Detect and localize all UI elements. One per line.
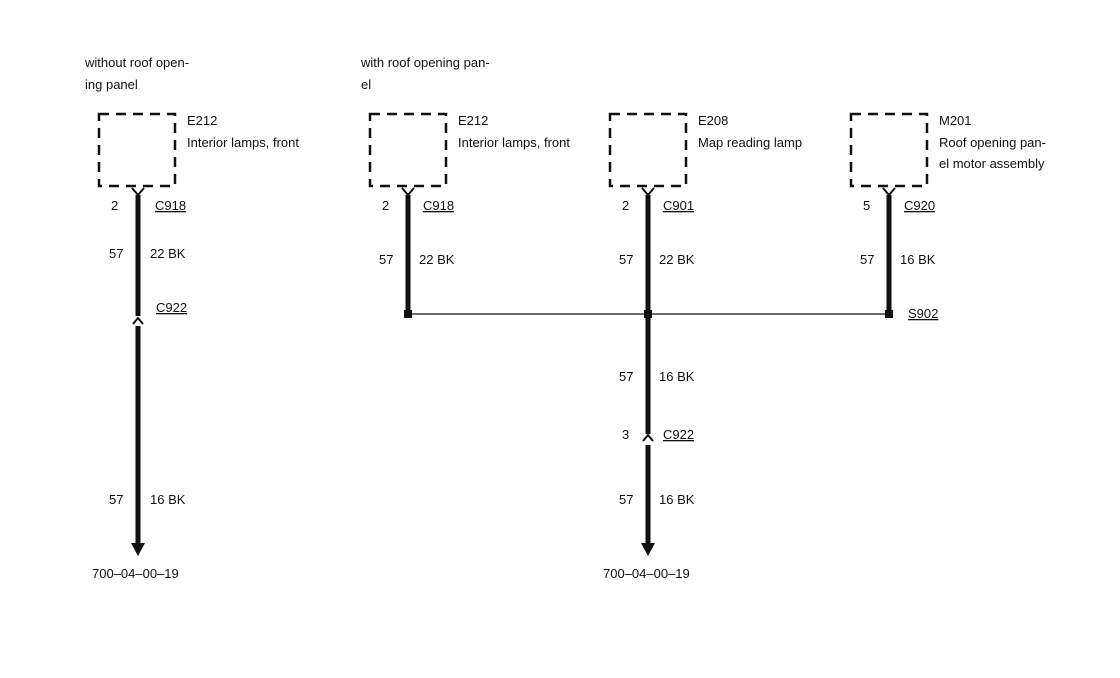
splice-node-right [885, 310, 893, 318]
left-e212-desc: Interior lamps, front [187, 135, 299, 150]
left-circuit-upper: 57 [109, 246, 123, 261]
right-caption-line1: with roof opening pan- [360, 55, 490, 70]
right-ground-arrow [641, 543, 655, 556]
left-ground-arrow [131, 543, 145, 556]
left-c918-connector-symbol [131, 187, 145, 197]
right-e208-circuit: 57 [619, 252, 633, 267]
right-m201-desc-line1: Roof opening pan- [939, 135, 1046, 150]
right-m201-pin: 5 [863, 198, 870, 213]
right-caption-line2: el [361, 77, 371, 92]
left-circuit-lower: 57 [109, 492, 123, 507]
right-c920-connector-symbol [882, 187, 896, 197]
right-ref-number: 700–04–00–19 [603, 566, 690, 581]
left-ref-number: 700–04–00–19 [92, 566, 179, 581]
splice-s902-label: S902 [908, 306, 938, 321]
right-m201-component-box [849, 112, 929, 188]
left-connector-c918: C918 [155, 198, 186, 213]
left-e212-component-box [97, 112, 177, 188]
right-circuit-mid: 57 [619, 369, 633, 384]
right-pin-lower: 3 [622, 427, 629, 442]
right-e208-id: E208 [698, 113, 728, 128]
right-wire-bottom: 16 BK [659, 492, 695, 507]
left-caption-line1: without roof open- [84, 55, 189, 70]
right-e208-wire-label: 22 BK [659, 252, 695, 267]
splice-node-left [404, 310, 412, 318]
right-e212-id: E212 [458, 113, 488, 128]
right-e212-pin: 2 [382, 198, 389, 213]
left-wire-lower: 16 BK [150, 492, 186, 507]
right-m201-id: M201 [939, 113, 972, 128]
left-connector-c922: C922 [156, 300, 187, 315]
right-e208-pin: 2 [622, 198, 629, 213]
right-c901-connector-symbol [641, 187, 655, 197]
right-connector-c920: C920 [904, 198, 935, 213]
left-caption-line2: ing panel [85, 77, 138, 92]
right-e212-desc: Interior lamps, front [458, 135, 570, 150]
right-m201-circuit: 57 [860, 252, 874, 267]
right-m201-desc-line2: el motor assembly [939, 156, 1045, 171]
right-e208-desc: Map reading lamp [698, 135, 802, 150]
right-e212-circuit: 57 [379, 252, 393, 267]
right-connector-c922: C922 [663, 427, 694, 442]
left-pin-top: 2 [111, 198, 118, 213]
right-e208-component-box [608, 112, 688, 188]
right-c922-connector-symbol [642, 433, 654, 442]
right-e212-component-box [368, 112, 448, 188]
right-m201-wire-label: 16 BK [900, 252, 936, 267]
right-circuit-bottom: 57 [619, 492, 633, 507]
right-connector-c918: C918 [423, 198, 454, 213]
splice-node-center [644, 310, 652, 318]
left-e212-id: E212 [187, 113, 217, 128]
right-c918-connector-symbol [401, 187, 415, 197]
right-wire-mid: 16 BK [659, 369, 695, 384]
right-connector-c901: C901 [663, 198, 694, 213]
right-e212-wire-label: 22 BK [419, 252, 455, 267]
left-wire-upper: 22 BK [150, 246, 186, 261]
left-c922-connector-symbol [132, 316, 144, 325]
